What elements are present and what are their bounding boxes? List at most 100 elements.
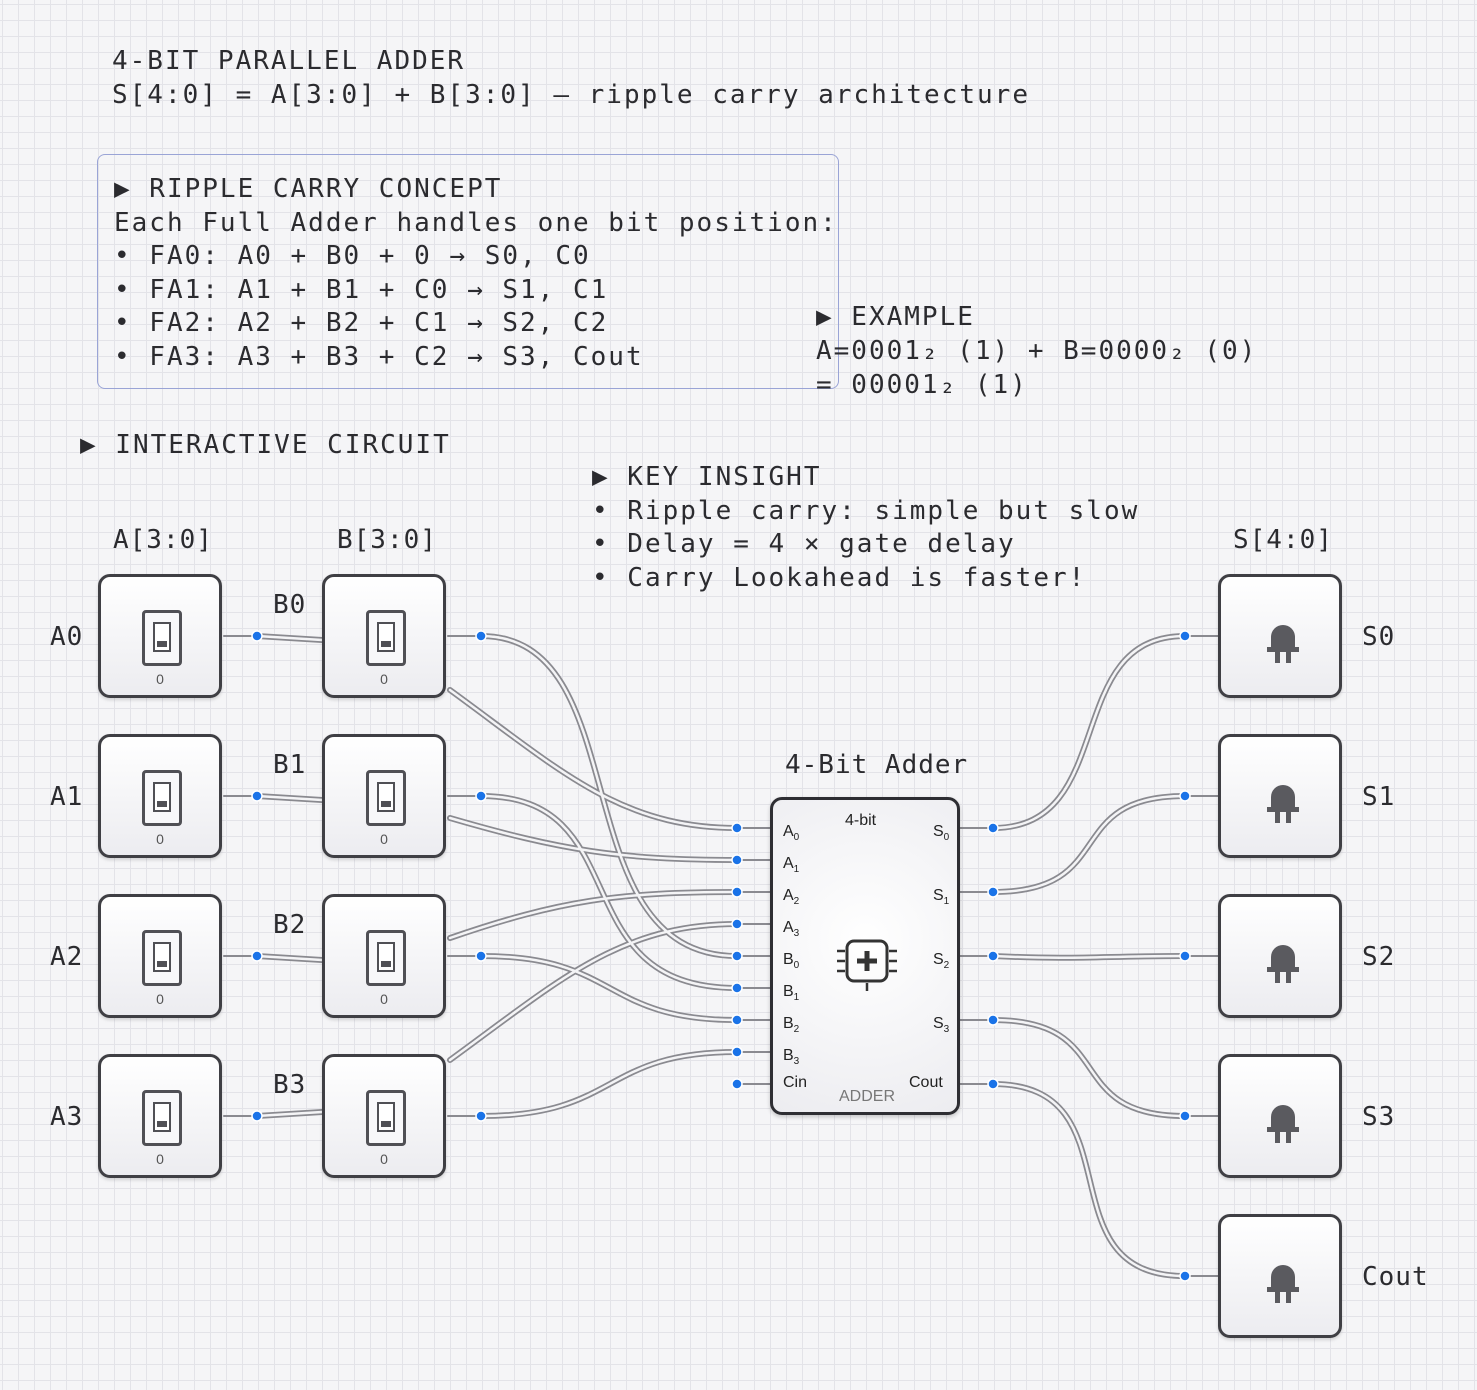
pin-dot <box>1179 1110 1191 1122</box>
pin-label-b0: B0 <box>783 951 800 972</box>
wire-core <box>991 954 1187 960</box>
chip-title: 4-Bit Adder <box>785 750 969 780</box>
pin-dot <box>731 918 743 930</box>
toggle-switch-icon <box>366 1090 406 1146</box>
pin-dot <box>731 854 743 866</box>
pin-dot <box>1179 950 1191 962</box>
wire-core <box>991 1018 1187 1118</box>
switch-value: 0 <box>380 1151 388 1167</box>
input-label-b1: B1 <box>273 750 307 780</box>
switch-b2[interactable]: 0 <box>322 894 446 1018</box>
output-label-s2: S2 <box>1362 942 1396 972</box>
toggle-switch-icon <box>142 610 182 666</box>
group-label-b: B[3:0] <box>337 525 437 555</box>
concept-intro: Each Full Adder handles one bit position… <box>114 208 838 238</box>
concept-box <box>97 154 839 389</box>
pin-dot <box>987 1078 999 1090</box>
wire-core <box>255 634 324 642</box>
pin-dot <box>731 886 743 898</box>
pin-dot <box>1179 790 1191 802</box>
switch-a0[interactable]: 0 <box>98 574 222 698</box>
concept-line: • FA0: A0 + B0 + 0 → S0, C0 <box>114 241 591 271</box>
pin-label-cin: Cin <box>783 1074 808 1091</box>
pin-label-s1: S1 <box>933 887 950 908</box>
switch-value: 0 <box>156 671 164 687</box>
toggle-switch-icon <box>366 610 406 666</box>
circuit-heading: ▶ INTERACTIVE CIRCUIT <box>80 430 451 460</box>
output-label-s1: S1 <box>1362 782 1396 812</box>
pin-label-b1: B1 <box>783 983 800 1004</box>
concept-line: • FA3: A3 + B3 + C2 → S3, Cout <box>114 342 644 372</box>
toggle-switch-icon <box>142 1090 182 1146</box>
wire-core <box>448 922 739 1062</box>
page-subtitle: S[4:0] = A[3:0] + B[3:0] – ripple carry … <box>112 80 1030 110</box>
led-bulb-icon <box>1267 785 1299 823</box>
wire-core <box>991 1082 1187 1278</box>
toggle-switch-icon <box>366 930 406 986</box>
pin-label-b2: B2 <box>783 1015 800 1036</box>
switch-a1[interactable]: 0 <box>98 734 222 858</box>
wire-core <box>255 954 324 962</box>
example-title: ▶ EXAMPLE <box>816 302 975 332</box>
switch-a2[interactable]: 0 <box>98 894 222 1018</box>
insight-line: • Carry Lookahead is faster! <box>592 563 1087 593</box>
pin-label-s2: S2 <box>933 951 950 972</box>
wire-core <box>479 1050 739 1118</box>
pin-dot <box>731 982 743 994</box>
input-label-a2: A2 <box>50 942 84 972</box>
wire-core <box>255 1110 324 1118</box>
wire-core <box>448 816 739 862</box>
pin-label-b3: B3 <box>783 1047 800 1068</box>
output-label-s3: S3 <box>1362 1102 1396 1132</box>
pin-label-a0: A0 <box>783 823 800 844</box>
switch-value: 0 <box>156 991 164 1007</box>
chip-footer: ADDER <box>839 1088 896 1105</box>
pin-dot <box>475 630 487 642</box>
page-title: 4-BIT PARALLEL ADDER <box>112 46 466 76</box>
wire <box>447 889 740 941</box>
pin-label-s0: S0 <box>933 823 950 844</box>
pin-dot <box>987 950 999 962</box>
switch-b3[interactable]: 0 <box>322 1054 446 1178</box>
toggle-switch-icon <box>142 930 182 986</box>
pin-dot <box>475 790 487 802</box>
pin-label-a1: A1 <box>783 855 800 876</box>
led-bulb-icon <box>1267 945 1299 983</box>
pin-dot <box>1179 1270 1191 1282</box>
wire-core <box>479 634 739 958</box>
pin-dot <box>987 822 999 834</box>
wire <box>447 921 740 1063</box>
wire-core <box>448 688 739 830</box>
pin-label-s3: S3 <box>933 1015 950 1036</box>
output-label-cout: Cout <box>1362 1262 1429 1292</box>
adder-chip-icon <box>837 939 897 991</box>
pin-label-cout: Cout <box>909 1074 943 1091</box>
led-s0 <box>1218 574 1342 698</box>
switch-b0[interactable]: 0 <box>322 574 446 698</box>
led-bulb-icon <box>1267 1105 1299 1143</box>
pin-dot <box>1179 630 1191 642</box>
pin-dot <box>731 950 743 962</box>
group-label-a: A[3:0] <box>113 525 213 555</box>
led-bulb-icon <box>1267 625 1299 663</box>
pin-dot <box>475 1110 487 1122</box>
input-label-a3: A3 <box>50 1102 84 1132</box>
insight-line: • Ripple carry: simple but slow <box>592 496 1140 526</box>
switch-b1[interactable]: 0 <box>322 734 446 858</box>
wire-core <box>255 794 324 802</box>
pin-label-a3: A3 <box>783 919 800 940</box>
wire-core <box>991 634 1187 830</box>
concept-line: • FA2: A2 + B2 + C1 → S2, C2 <box>114 308 609 338</box>
adder-chip[interactable]: 4-bit A0 A1 A2 A3 B0 B1 B2 B3 Cin S0 S1 … <box>770 797 960 1115</box>
concept-title: ▶ RIPPLE CARRY CONCEPT <box>114 174 503 204</box>
switch-a3[interactable]: 0 <box>98 1054 222 1178</box>
input-label-a0: A0 <box>50 622 84 652</box>
led-cout <box>1218 1214 1342 1338</box>
pin-dot <box>731 1046 743 1058</box>
led-s3 <box>1218 1054 1342 1178</box>
wire-core <box>479 794 739 990</box>
wire-core <box>448 890 739 940</box>
insight-line: • Delay = 4 × gate delay <box>592 529 1016 559</box>
chip-badge: 4-bit <box>845 812 877 829</box>
